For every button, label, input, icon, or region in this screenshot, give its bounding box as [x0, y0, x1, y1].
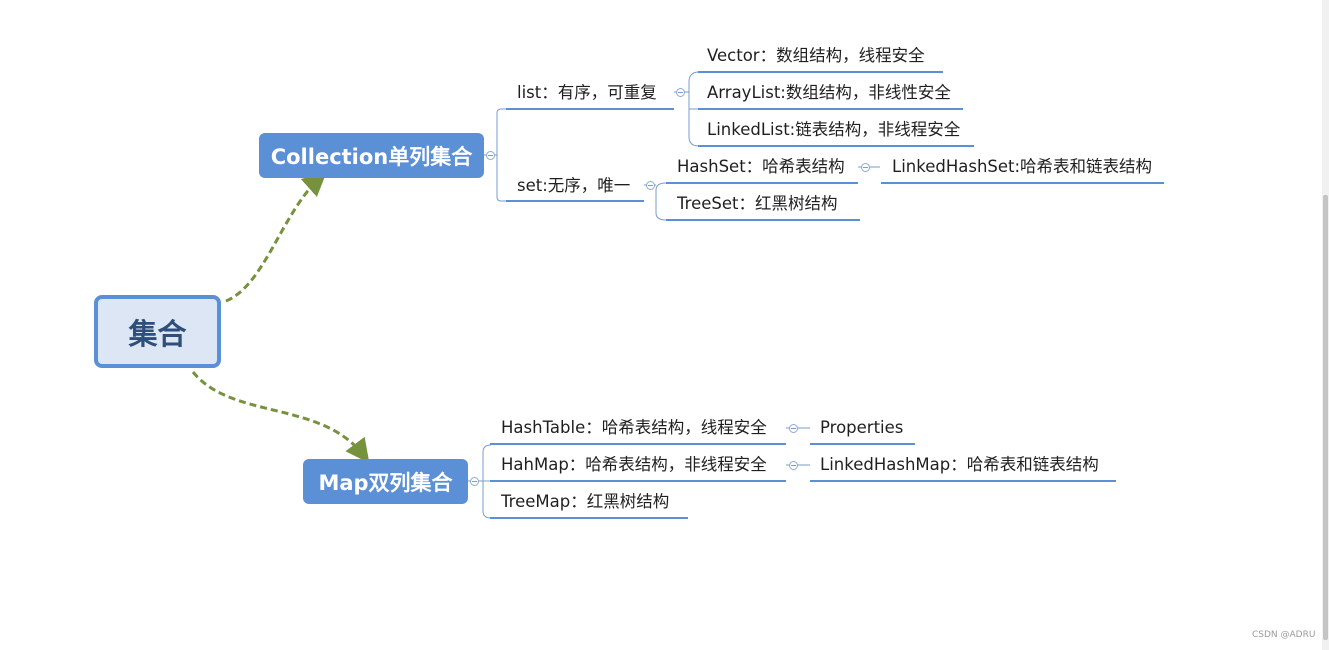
vertical-scrollbar-thumb[interactable]	[1323, 195, 1328, 640]
hashmap-topic[interactable]: HahMap：哈希表结构，非线程安全	[501, 455, 767, 474]
collapse-collection-toggle[interactable]	[486, 151, 495, 160]
collapse-hashtable-toggle[interactable]	[789, 424, 798, 433]
vector-topic[interactable]: Vector：数组结构，线程安全	[707, 46, 925, 65]
properties-topic[interactable]: Properties	[820, 418, 904, 437]
treemap-topic[interactable]: TreeMap：红黑树结构	[501, 492, 670, 511]
collapse-hashmap-toggle[interactable]	[789, 461, 798, 470]
watermark-text: CSDN @ADRU	[1252, 630, 1316, 640]
root-node[interactable]: 集合	[94, 295, 221, 368]
linkedlist-topic[interactable]: LinkedList:链表结构，非线程安全	[707, 120, 961, 139]
collapse-set-toggle[interactable]	[646, 181, 655, 190]
collection-node[interactable]: Collection单列集合	[259, 133, 484, 178]
arrow-root-to-map	[191, 371, 370, 464]
linkedhashset-topic[interactable]: LinkedHashSet:哈希表和链表结构	[892, 157, 1153, 176]
list-topic[interactable]: list：有序，可重复	[517, 83, 657, 102]
hashset-topic[interactable]: HashSet：哈希表结构	[677, 157, 845, 176]
arrow-root-to-collection	[225, 171, 327, 303]
topic-underlines	[490, 71, 1164, 519]
collapse-map-toggle[interactable]	[470, 477, 479, 486]
collapse-hashset-toggle[interactable]	[861, 163, 870, 172]
treeset-topic[interactable]: TreeSet：红黑树结构	[677, 194, 838, 213]
collapse-list-toggle[interactable]	[676, 88, 685, 97]
list-bracket	[674, 71, 700, 147]
set-topic[interactable]: set:无序，唯一	[517, 176, 631, 195]
map-node[interactable]: Map双列集合	[303, 459, 468, 504]
linkedhashmap-topic[interactable]: LinkedHashMap：哈希表和链表结构	[820, 455, 1099, 474]
arraylist-topic[interactable]: ArrayList:数组结构，非线性安全	[707, 83, 951, 102]
hashtable-topic[interactable]: HashTable：哈希表结构，线程安全	[501, 418, 767, 437]
